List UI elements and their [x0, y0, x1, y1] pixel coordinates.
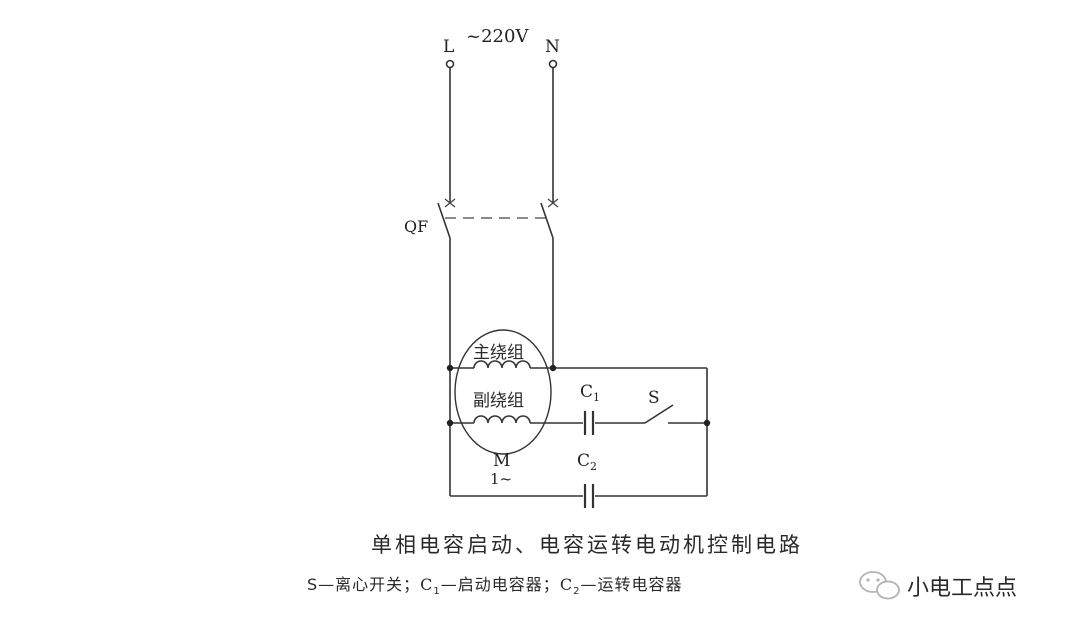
main-winding-coil	[473, 360, 531, 369]
junction-dot	[446, 364, 454, 372]
watermark-text: 小电工点点	[907, 576, 1017, 601]
centrifugal-switch	[644, 404, 674, 424]
main-winding-label: 主绕组	[473, 343, 524, 363]
motor-housing	[454, 329, 552, 455]
neutral-terminal-label: N	[545, 37, 560, 57]
capacitor-c1-label: C1	[580, 382, 600, 404]
motor-symbol-label: M	[493, 451, 510, 471]
capacitor-c2-label: C2	[577, 451, 597, 473]
capacitor-c1	[583, 411, 595, 435]
capacitor-c2	[583, 484, 595, 508]
line-terminal	[445, 59, 455, 69]
diagram-legend: S—离心开关；C1—启动电容器；C2—运转电容器	[307, 575, 682, 597]
breaker-qf	[437, 198, 559, 239]
junction-dot	[549, 364, 557, 372]
motor-phase-label: 1~	[490, 470, 512, 488]
aux-winding-coil	[473, 415, 531, 424]
voltage-label: ~220V	[466, 26, 529, 47]
junction-dot	[446, 419, 454, 427]
junction-dot	[703, 419, 711, 427]
aux-winding-label: 副绕组	[473, 391, 524, 411]
line-terminal-label: L	[443, 37, 454, 57]
neutral-terminal	[548, 59, 558, 69]
switch-label: S	[648, 388, 660, 408]
diagram-title: 单相电容启动、电容运转电动机控制电路	[371, 533, 803, 557]
wechat-icon	[859, 571, 900, 600]
breaker-label: QF	[404, 217, 428, 236]
